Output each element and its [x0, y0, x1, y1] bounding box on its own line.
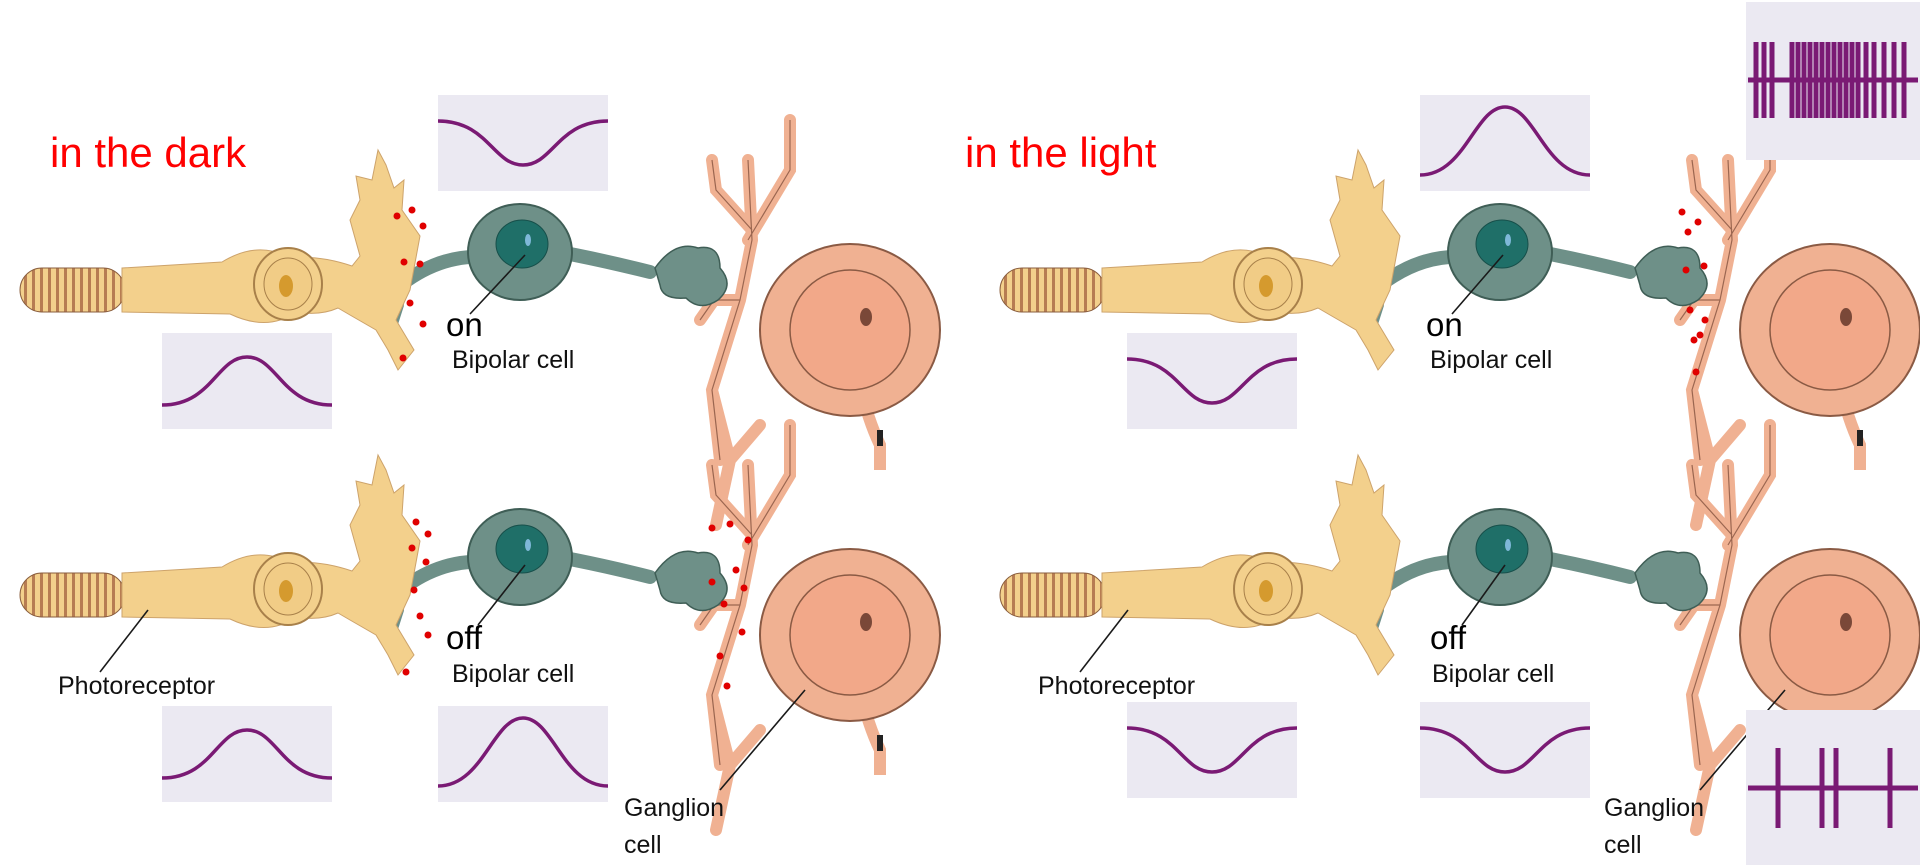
- light-on-bipolar-potential-panel: [1418, 93, 1592, 193]
- dark-ganglion-label-line1: Ganglion: [624, 794, 724, 822]
- light-on-label: on: [1426, 306, 1463, 343]
- high-rate-spikes: [1753, 42, 1907, 118]
- dark-on-bipolar-potential-panel: [436, 93, 610, 193]
- dark-photoreceptor-potential-panel-2: [160, 704, 334, 804]
- light-on-transmitter-dots: [1678, 208, 1709, 376]
- dark-off-transmitter-dots: [402, 518, 752, 690]
- light-photoreceptor-potential-panel: [1125, 331, 1299, 431]
- light-on-bipolar-label: Bipolar cell: [1430, 346, 1552, 374]
- light-photoreceptor-label: Photoreceptor: [1038, 672, 1195, 700]
- light-off-bipolar-leader: [1461, 564, 1506, 626]
- low-rate-spikes: [1775, 748, 1893, 828]
- dark-off-bipolar-label: Bipolar cell: [452, 660, 574, 688]
- light-off-label: off: [1430, 619, 1467, 656]
- light-off-ganglion-spike-train: [1746, 710, 1920, 865]
- dark-off-label: off: [446, 619, 483, 656]
- dark-off-bipolar-potential-panel: [436, 704, 610, 804]
- dark-photoreceptor-leader: [99, 609, 149, 673]
- dark-off-pathway: [20, 425, 940, 830]
- dark-on-bipolar-leader: [469, 254, 526, 315]
- dark-ganglion-leader: [719, 689, 806, 791]
- dark-photoreceptor-potential-panel: [160, 331, 334, 431]
- dark-on-transmitter-dots: [393, 206, 427, 362]
- title-in-the-light: in the light: [965, 129, 1157, 176]
- light-photoreceptor-potential-panel-2: [1125, 700, 1299, 800]
- light-on-ganglion-spike-train: [1746, 2, 1920, 160]
- light-off-bipolar-potential-panel: [1418, 700, 1592, 800]
- light-on-bipolar-leader: [1451, 254, 1504, 315]
- light-ganglion-label-line2: cell: [1604, 831, 1642, 859]
- light-ganglion-label-line1: Ganglion: [1604, 794, 1704, 822]
- dark-photoreceptor-label: Photoreceptor: [58, 672, 215, 700]
- light-ganglion-leader: [1699, 689, 1786, 791]
- light-off-bipolar-label: Bipolar cell: [1432, 660, 1554, 688]
- dark-on-label: on: [446, 306, 483, 343]
- dark-off-bipolar-leader: [477, 564, 526, 626]
- title-in-the-dark: in the dark: [50, 129, 247, 176]
- light-on-pathway: [1000, 120, 1920, 525]
- light-photoreceptor-leader: [1079, 609, 1129, 673]
- dark-on-bipolar-label: Bipolar cell: [452, 346, 574, 374]
- dark-on-pathway: [20, 120, 940, 525]
- dark-ganglion-label-line2: cell: [624, 831, 662, 859]
